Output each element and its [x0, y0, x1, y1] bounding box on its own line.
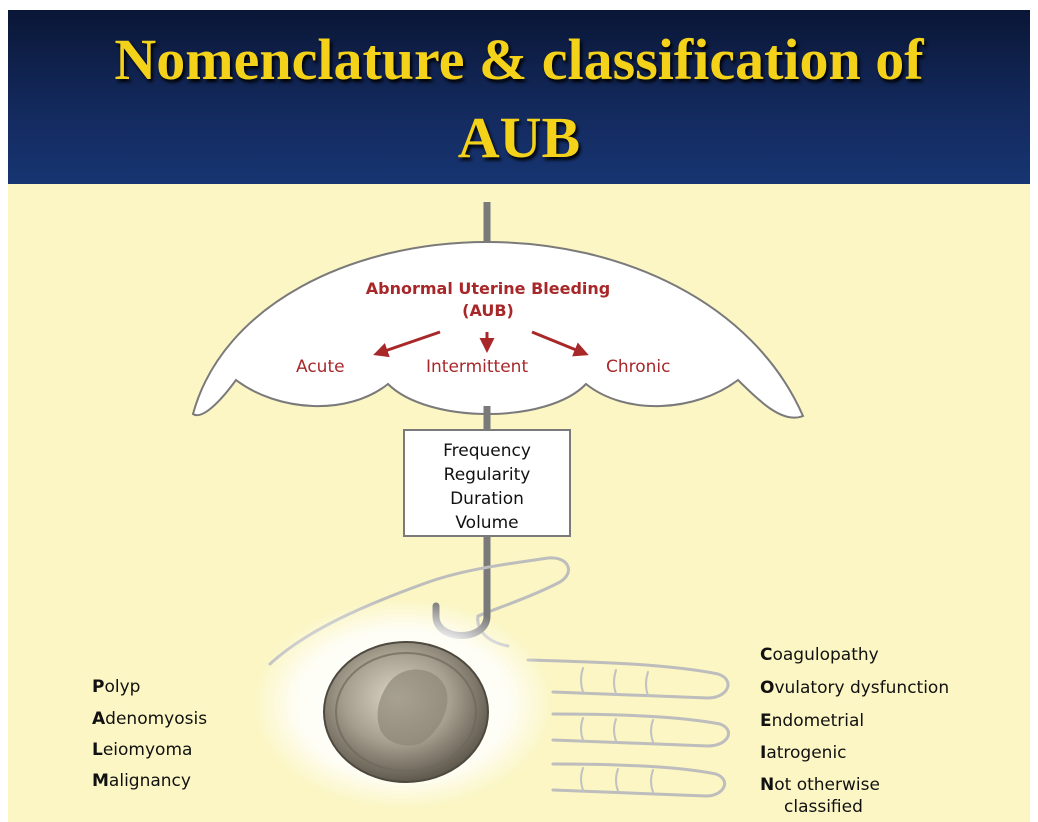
umbrella-subheading: (AUB) — [318, 300, 658, 322]
parameter-volume: Volume — [404, 512, 570, 534]
title-banner: Nomenclature & classification of AUB — [8, 10, 1030, 184]
parameter-regularity: Regularity — [404, 464, 570, 486]
palm-item-malignancy: Malignancy — [92, 770, 191, 792]
palm-item-polyp: Polyp — [92, 676, 140, 698]
coein-item-ovulatory: Ovulatory dysfunction — [760, 677, 949, 699]
coein-item-endometrial: Endometrial — [760, 710, 864, 732]
umbrella-canopy — [193, 242, 803, 418]
parameter-duration: Duration — [404, 488, 570, 510]
slide-title-line-1: Nomenclature & classification of — [8, 24, 1030, 96]
category-intermittent: Intermittent — [426, 357, 528, 377]
finger-creases — [581, 668, 653, 792]
palm-item-adenomyosis: Adenomyosis — [92, 708, 207, 730]
slide: Nomenclature & classification of AUB — [8, 10, 1030, 822]
umbrella-heading: Abnormal Uterine Bleeding — [318, 278, 658, 300]
coein-item-classified: classified — [784, 796, 863, 818]
palm-item-leiomyoma: Leiomyoma — [92, 739, 192, 761]
category-acute: Acute — [296, 357, 345, 377]
coein-item-iatrogenic: Iatrogenic — [760, 742, 847, 764]
slide-title-line-2: AUB — [8, 102, 1030, 174]
parameter-frequency: Frequency — [404, 440, 570, 462]
coein-item-not-otherwise: Not otherwise — [760, 774, 880, 796]
diagram-area: Abnormal Uterine Bleeding (AUB) Acute In… — [8, 184, 1030, 822]
category-chronic: Chronic — [606, 357, 671, 377]
coein-item-coagulopathy: Coagulopathy — [760, 644, 879, 666]
